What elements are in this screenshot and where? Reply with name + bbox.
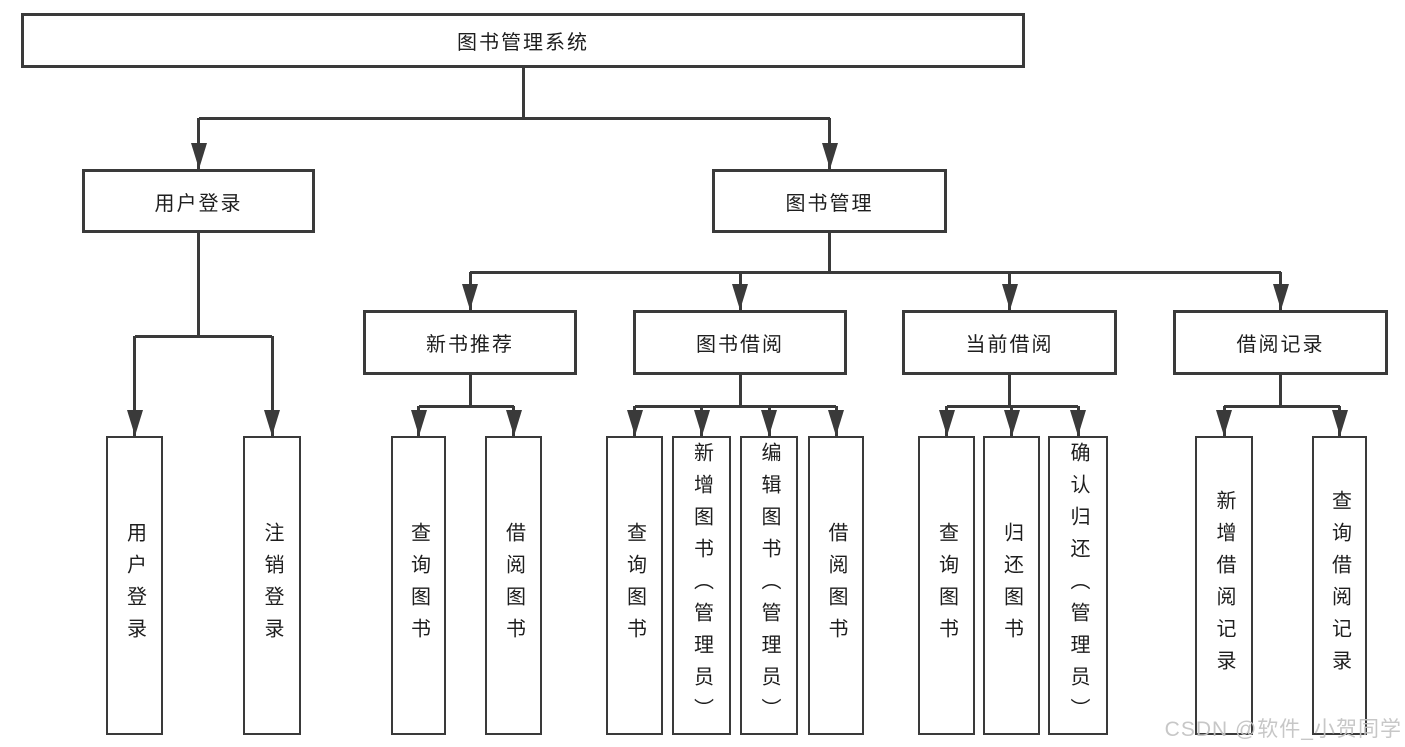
connector-line (1224, 404, 1340, 408)
node-leaf-query-books-current: 查询图书 (918, 436, 975, 735)
leaf-label: 归还图书 (1000, 521, 1023, 650)
arrow-down-icon (1272, 284, 1289, 310)
arrow-down-icon (938, 410, 955, 436)
arrow-down-icon (126, 410, 143, 436)
node-leaf-edit-book-admin: 编辑图书（管理员） (740, 436, 798, 735)
node-leaf-add-borrow-record: 新增借阅记录 (1195, 436, 1253, 735)
leaf-label: 查询借阅记录 (1328, 489, 1351, 682)
node-user-login: 用户登录 (82, 169, 315, 233)
arrow-down-icon (626, 410, 643, 436)
connector-line (828, 233, 831, 272)
leaf-label: 查询图书 (407, 521, 430, 650)
node-borrowing-records: 借阅记录 (1173, 310, 1388, 375)
connector-line (197, 233, 200, 336)
leaf-label: 注销登录 (261, 521, 283, 650)
arrow-down-icon (1003, 410, 1020, 436)
arrow-down-icon (1331, 410, 1348, 436)
connector-line (133, 336, 136, 436)
connector-line (134, 334, 272, 338)
connector-line (468, 375, 472, 406)
arrow-down-icon (732, 284, 748, 310)
arrow-down-icon (693, 410, 710, 436)
node-leaf-borrow-books-recommend: 借阅图书 (485, 436, 542, 735)
connector-line (418, 404, 514, 408)
connector-line (634, 404, 836, 408)
connector-line (521, 68, 525, 118)
arrow-down-icon (410, 410, 427, 436)
node-leaf-query-books-recommend: 查询图书 (391, 436, 446, 735)
connector-line (1279, 375, 1282, 406)
connector-line (738, 375, 742, 406)
leaf-label: 确认归还（管理员） (1067, 441, 1089, 730)
arrow-down-icon (190, 143, 207, 169)
node-library-system-root: 图书管理系统 (21, 13, 1025, 68)
leaf-label: 查询图书 (935, 521, 958, 650)
arrow-down-icon (505, 410, 522, 436)
arrow-down-icon (1001, 284, 1018, 310)
watermark: CSDN @软件_小贺同学 (1164, 718, 1402, 741)
arrow-down-icon (264, 410, 280, 436)
arrow-down-icon (462, 284, 478, 310)
leaf-label: 新增借阅记录 (1213, 489, 1235, 682)
node-leaf-borrow-books: 借阅图书 (808, 436, 864, 735)
node-leaf-query-books-borrowing: 查询图书 (606, 436, 663, 735)
leaf-label: 用户登录 (123, 521, 146, 650)
node-leaf-confirm-return-admin: 确认归还（管理员） (1048, 436, 1108, 735)
node-book-management: 图书管理 (712, 169, 947, 233)
arrow-down-icon (828, 410, 844, 436)
connector-line (1008, 375, 1011, 406)
arrow-down-icon (1070, 410, 1086, 436)
connector-line (198, 116, 830, 120)
node-leaf-add-book-admin: 新增图书（管理员） (672, 436, 731, 735)
node-leaf-query-borrow-record: 查询借阅记录 (1312, 436, 1367, 735)
arrow-down-icon (761, 410, 777, 436)
connector-line (470, 270, 1281, 274)
arrow-down-icon (821, 143, 838, 169)
arrow-down-icon (1216, 410, 1232, 436)
leaf-label: 查询图书 (623, 521, 646, 650)
leaf-label: 编辑图书（管理员） (758, 441, 780, 730)
leaf-label: 借阅图书 (502, 521, 525, 650)
node-book-borrowing: 图书借阅 (633, 310, 847, 375)
node-leaf-logout: 注销登录 (243, 436, 301, 735)
leaf-label: 借阅图书 (825, 521, 847, 650)
node-new-book-recommend: 新书推荐 (363, 310, 577, 375)
node-current-borrowing: 当前借阅 (902, 310, 1117, 375)
node-leaf-user-login: 用户登录 (106, 436, 163, 735)
leaf-label: 新增图书（管理员） (690, 441, 713, 730)
connector-line (270, 336, 274, 436)
node-leaf-return-books: 归还图书 (983, 436, 1040, 735)
